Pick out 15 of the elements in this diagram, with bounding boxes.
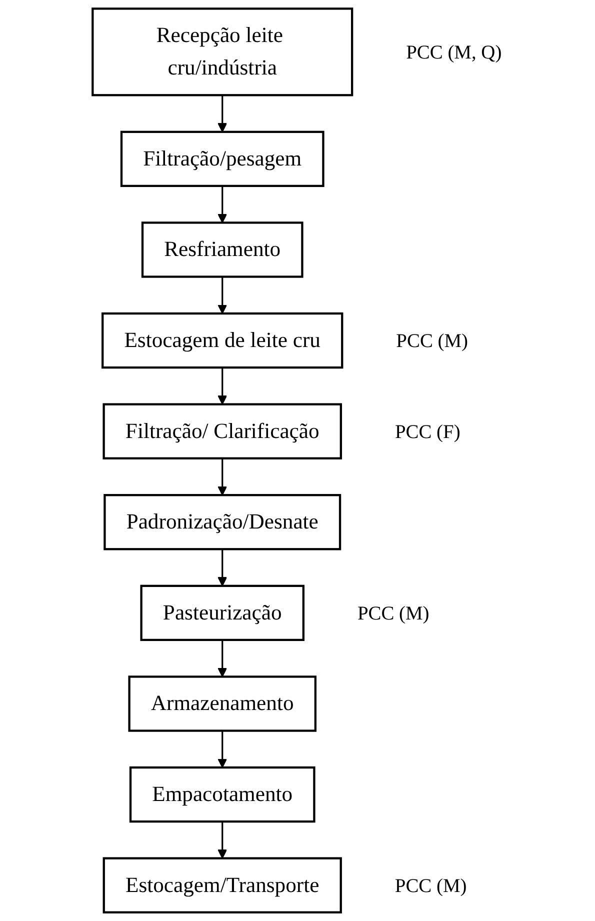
control-point-note: PCC (M) bbox=[358, 603, 430, 624]
control-point-note: PCC (M) bbox=[395, 876, 467, 897]
process-box: Padronização/Desnate bbox=[104, 494, 342, 550]
control-point-note: PCC (M, Q) bbox=[406, 42, 502, 64]
process-box: Filtração/pesagem bbox=[120, 130, 325, 188]
process-box: Estocagem de leite cru bbox=[102, 312, 344, 369]
process-box: Pasteurização bbox=[140, 584, 305, 642]
process-box: Recepção leite cru/indústria bbox=[92, 8, 354, 96]
process-box: Filtração/ Clarificação bbox=[103, 403, 342, 460]
control-point-note: PCC (M) bbox=[396, 331, 468, 352]
control-point-note: PCC (F) bbox=[395, 422, 461, 443]
process-box: Empacotamento bbox=[130, 766, 316, 823]
process-box: Resfriamento bbox=[142, 222, 304, 278]
process-box: Estocagem/Transporte bbox=[103, 857, 342, 914]
process-box: Armazenamento bbox=[128, 676, 317, 732]
